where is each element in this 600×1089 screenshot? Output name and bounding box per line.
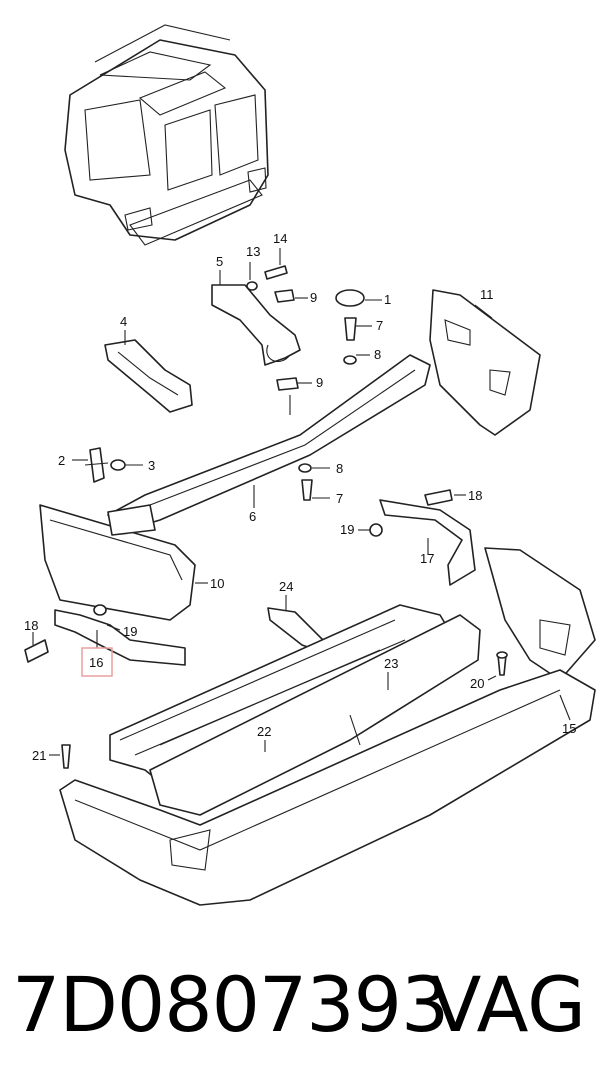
callout-14: 14 <box>273 231 287 246</box>
bumper-cover-part-22 <box>149 614 481 816</box>
callout-11: 11 <box>480 287 494 302</box>
part-number: 7D0807393 <box>12 960 449 1049</box>
highlight-box-part-16 <box>81 647 113 677</box>
callout-21: 21 <box>32 748 46 763</box>
callout-9a: 9 <box>310 290 317 305</box>
callout-20: 20 <box>470 676 484 691</box>
callout-4: 4 <box>120 314 127 329</box>
callout-7a: 7 <box>376 318 383 333</box>
callout-23: 23 <box>384 656 398 671</box>
parts-diagram: 1 2 3 4 5 6 7 7 8 8 9 9 10 11 13 14 15 1… <box>24 24 596 906</box>
screws <box>61 651 508 769</box>
callout-6: 6 <box>249 509 256 524</box>
crossmember-end-block <box>107 504 156 536</box>
callout-10: 10 <box>210 576 224 591</box>
brand-name: VAG <box>429 960 586 1049</box>
callout-19b: 19 <box>123 624 137 639</box>
callout-2: 2 <box>58 453 65 468</box>
bumper-top-part-15 <box>484 547 596 681</box>
bracket-part-5 <box>211 284 301 366</box>
callout-13: 13 <box>246 244 260 259</box>
fasteners-top <box>246 265 365 501</box>
bumper-outer-part-15 <box>59 669 596 906</box>
corner-cap-part-11 <box>429 289 541 436</box>
bracket-part-16 <box>24 604 186 666</box>
leader-lines <box>32 248 571 756</box>
side-trim-part-10 <box>39 504 196 621</box>
callout-7b: 7 <box>336 491 343 506</box>
callout-15: 15 <box>562 721 576 736</box>
callout-19a: 19 <box>340 522 354 537</box>
callout-18a: 18 <box>468 488 482 503</box>
callout-8b: 8 <box>336 461 343 476</box>
callout-9b: 9 <box>316 375 323 390</box>
bracket-part-17 <box>369 489 476 586</box>
callout-18b: 18 <box>24 618 38 633</box>
callout-24: 24 <box>279 579 293 594</box>
callout-16: 16 <box>89 655 103 670</box>
callout-3: 3 <box>148 458 155 473</box>
clip-part-2 <box>84 447 109 483</box>
callout-labels: 1 2 3 4 5 6 7 7 8 8 9 9 10 11 13 14 15 1… <box>24 231 576 763</box>
van-illustration <box>64 24 269 246</box>
grommet-part-3 <box>110 459 126 471</box>
callout-17: 17 <box>420 551 434 566</box>
bracket-part-4 <box>104 339 193 413</box>
callout-8a: 8 <box>374 347 381 362</box>
callout-22: 22 <box>257 724 271 739</box>
callout-1: 1 <box>384 292 391 307</box>
callout-5: 5 <box>216 254 223 269</box>
footer: 7D0807393 VAG <box>0 950 600 1060</box>
